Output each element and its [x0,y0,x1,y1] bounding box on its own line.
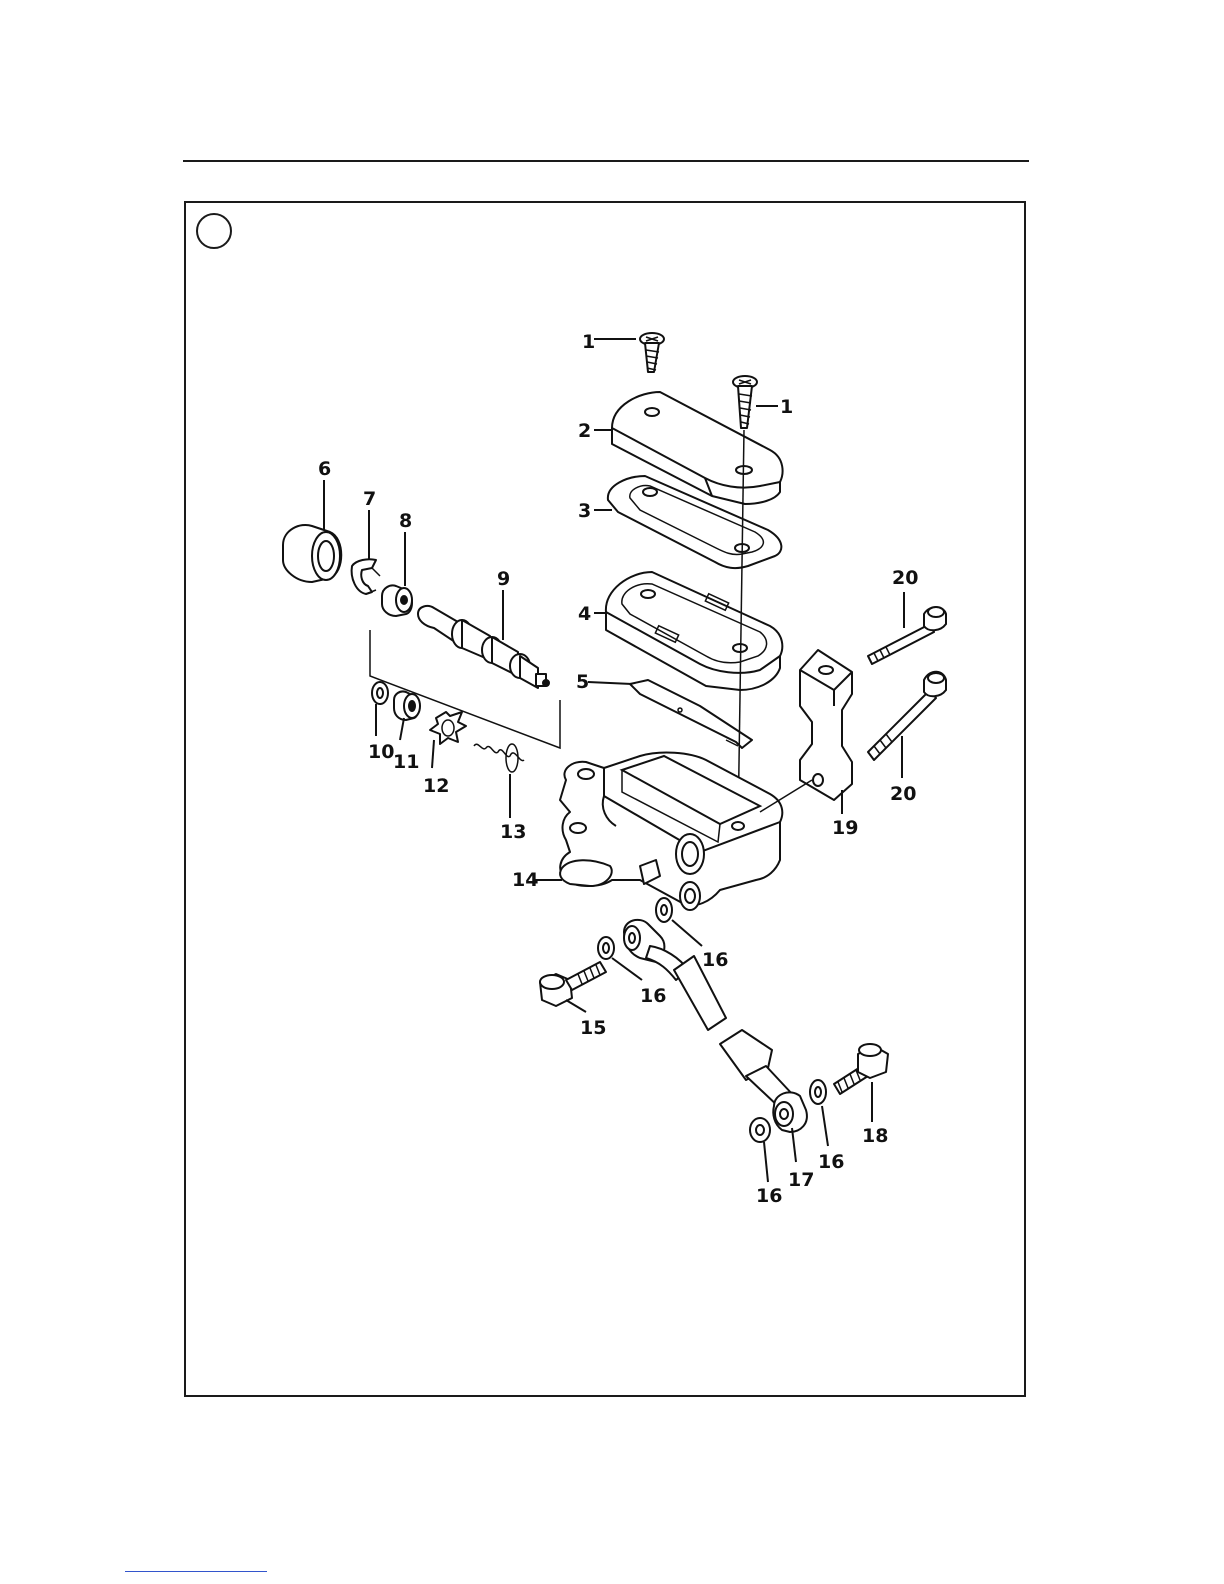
spring-seat-part-12 [430,712,466,744]
banjo-bolt-part-15 [540,962,606,1006]
callout-label-1b: 1 [780,396,793,418]
banjo-bolt-part-18 [834,1044,888,1094]
screw-part-1a [640,333,664,372]
callout-label-15: 15 [580,1017,606,1039]
piston-part-9 [418,606,549,688]
washer-part-16d [810,1080,826,1104]
callout-label-10: 10 [368,741,394,763]
circlip-part-7 [352,559,380,594]
callout-label-8: 8 [399,510,412,532]
washer-part-16b [598,937,614,959]
callout-label-20b: 20 [890,783,916,805]
washer-part-16c [750,1118,770,1142]
callout-label-11: 11 [393,751,419,773]
callout-label-16b: 16 [640,985,666,1007]
callout-label-13: 13 [500,821,526,843]
screw-part-1b [733,376,757,428]
callout-label-5: 5 [576,671,589,693]
spring-part-13 [474,744,524,772]
callout-label-9: 9 [497,568,510,590]
callout-label-3: 3 [578,500,591,522]
callout-label-20a: 20 [892,567,918,589]
callout-label-16d: 16 [756,1185,782,1207]
callout-label-18: 18 [862,1125,888,1147]
cup-part-8 [382,585,412,616]
callout-label-1a: 1 [582,331,595,353]
callout-label-6: 6 [318,458,331,480]
bolt-part-20a [868,607,946,664]
seal-part-11 [394,691,420,720]
bolt-part-20b [868,672,946,760]
callout-label-17: 17 [788,1169,814,1191]
master-cylinder-body-part-14 [560,753,782,910]
callout-label-16a: 16 [702,949,728,971]
diaphragm-part-4 [606,572,782,690]
callout-label-2: 2 [578,420,591,442]
washer-part-16a [656,898,672,922]
callout-label-7: 7 [363,488,376,510]
callout-label-14: 14 [512,869,538,891]
callout-label-19: 19 [832,817,858,839]
callout-label-16c: 16 [818,1151,844,1173]
boot-part-6 [283,525,341,582]
callout-label-12: 12 [423,775,449,797]
washer-part-10 [372,682,388,704]
callout-label-4: 4 [578,603,591,625]
footer-link-underline[interactable] [125,1571,267,1572]
